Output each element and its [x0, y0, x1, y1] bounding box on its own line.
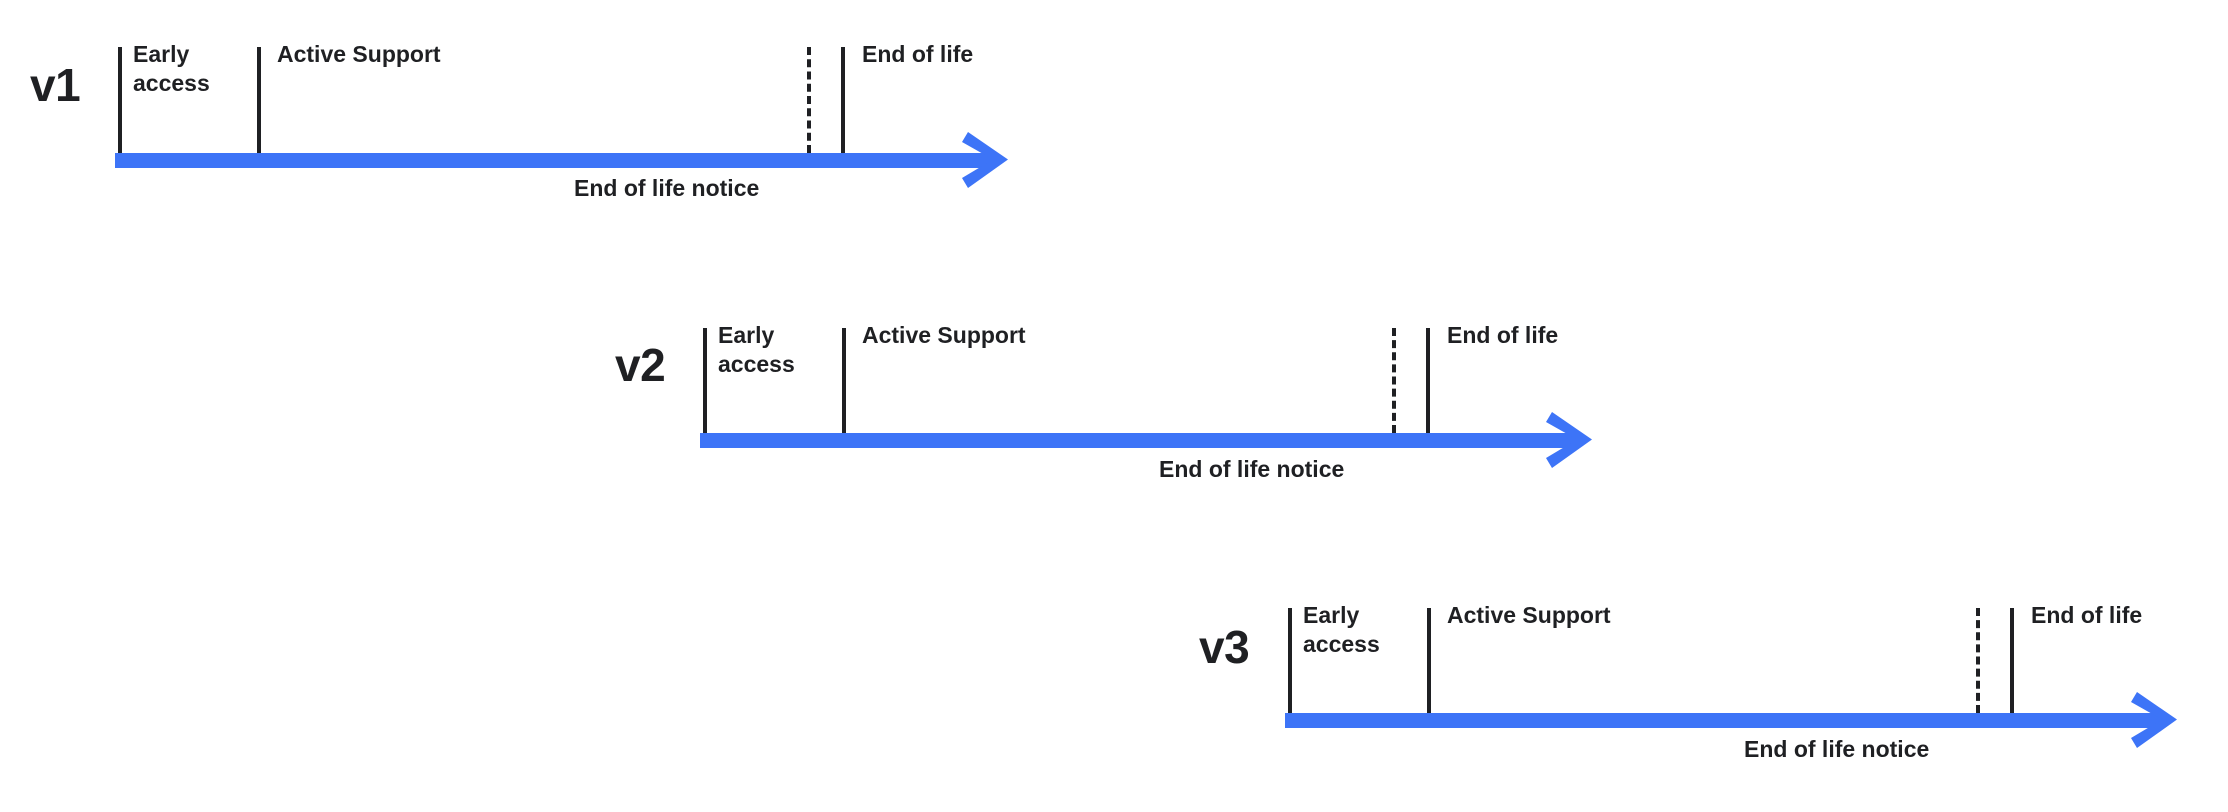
eol-notice-label-v3: End of life notice	[1744, 736, 1930, 762]
timeline-arrow-head-v3	[2131, 690, 2179, 750]
timeline-arrow-head-v1	[962, 130, 1010, 190]
phase-divider-v1-3	[841, 47, 845, 153]
timeline-arrow-head-v2	[1546, 410, 1594, 470]
phase-divider-v2-0	[703, 328, 707, 433]
phase-label-v2-3: End of life	[1447, 322, 1559, 348]
version-label-v3: v3	[1199, 621, 1250, 673]
phase-label-v1-3: End of life	[862, 41, 974, 67]
phase-label-v2-1: Active Support	[862, 322, 1026, 348]
version-label-v1: v1	[30, 59, 81, 111]
phase-label-v2-0: Early access	[718, 322, 795, 377]
phase-label-v3-0: Early access	[1303, 602, 1380, 657]
eol-notice-label-v1: End of life notice	[574, 175, 760, 201]
eol-notice-marker-v2	[1392, 328, 1396, 433]
phase-divider-v3-1	[1427, 608, 1431, 713]
timeline-bar-v2	[700, 433, 1578, 448]
phase-divider-v2-3	[1426, 328, 1430, 433]
phase-label-v1-0: Early access	[133, 41, 210, 96]
phase-divider-v2-1	[842, 328, 846, 433]
timeline-bar-v1	[115, 153, 995, 168]
phase-divider-v1-0	[118, 47, 122, 153]
eol-notice-marker-v1	[807, 47, 811, 153]
phase-divider-v1-1	[257, 47, 261, 153]
eol-notice-marker-v3	[1976, 608, 1980, 713]
timeline-bar-v3	[1285, 713, 2163, 728]
version-label-v2: v2	[615, 339, 666, 391]
eol-notice-label-v2: End of life notice	[1159, 456, 1345, 482]
phase-divider-v3-3	[2010, 608, 2014, 713]
phase-label-v1-1: Active Support	[277, 41, 441, 67]
phase-label-v3-1: Active Support	[1447, 602, 1611, 628]
phase-divider-v3-0	[1288, 608, 1292, 713]
phase-label-v3-3: End of life	[2031, 602, 2143, 628]
